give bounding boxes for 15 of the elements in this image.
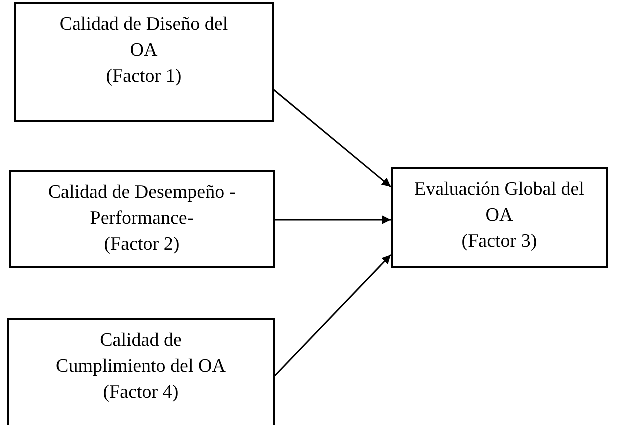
process-box — [7, 318, 275, 425]
process-box — [391, 167, 608, 268]
box-label: Calidad de Desempeño -Performance- — [47, 181, 237, 231]
box-label: Evaluación Global del OA — [414, 178, 584, 228]
process-box — [14, 2, 274, 122]
box-label: (Factor 2) — [104, 233, 180, 257]
box-label: (Factor 4) — [103, 381, 179, 405]
box-label: (Factor 1) — [106, 65, 182, 89]
box-label: Calidad de Diseño del OA — [58, 13, 230, 63]
box-label: (Factor 3) — [462, 230, 538, 254]
box-label: Calidad de Cumplimiento del OA — [55, 329, 227, 379]
arrow — [275, 216, 391, 224]
arrow — [274, 89, 392, 188]
arrow — [274, 254, 392, 377]
process-box — [9, 170, 275, 268]
